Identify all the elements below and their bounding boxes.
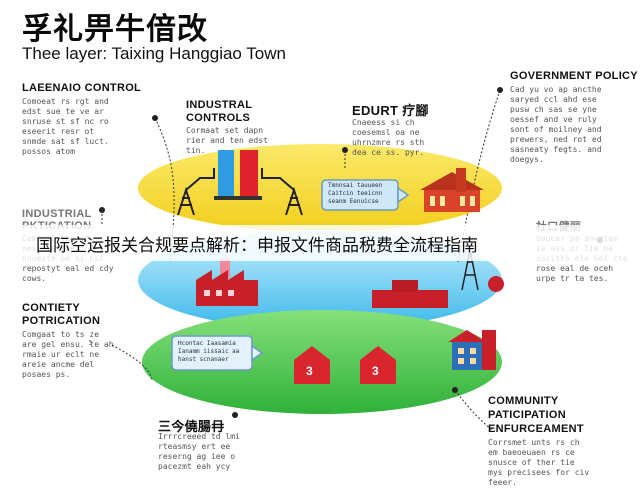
edurt-text: Cnaeess si ch coesemsl oa ne uhrnzmre rs…: [352, 118, 425, 157]
government-building-icon: [420, 168, 484, 212]
page-subtitle: Thee layer: Taixing Hanggiao Town: [22, 44, 286, 63]
office-building-icon: [448, 330, 496, 370]
house-icon: [294, 346, 396, 384]
tank-icon: [488, 276, 504, 292]
government-policy-label: GOVERNMENT POLICY: [510, 70, 638, 82]
lead-control-label: LAEENAIO CONTROL: [22, 82, 142, 94]
factory-left-icon: [196, 258, 258, 306]
bottom-cn-label: 三今僥腸冄: [158, 419, 225, 434]
edurt-label: EDURT 疗腳: [352, 103, 429, 118]
control-bar-red-icon: [240, 150, 258, 196]
bottom-cn-text: Irrrcreeed td lmi rteasmsy ert ee resern…: [158, 432, 240, 471]
house-label-1: 3: [306, 364, 313, 378]
factory-right-icon: [372, 280, 448, 308]
contiety-label: CONTIETY POTRICATION: [22, 302, 101, 327]
lead-control-text: Comoeat rs rgt and edst sue te ve ar snr…: [22, 97, 109, 156]
government-policy-text: Cad yu vo ap ancthe saryed ccl ahd ese p…: [510, 85, 602, 164]
top-doc-text: Tmnnsai tauueen Caitcin teeicnn seanm Ee…: [328, 182, 383, 205]
house-label-2: 3: [372, 364, 379, 378]
industrial-controls-label: INDUSTRAL CONTROLS: [186, 99, 253, 124]
bottom-doc-text: Hcontac Iaasamia Ianamm iissaic aa hanst…: [178, 340, 240, 363]
caption-banner: [0, 225, 640, 261]
industrial-controls-text: Cormaat set dapn rier and ten edst tin.: [186, 126, 268, 155]
community-label: COMMUNITY PATICIPATION ENFURCEAMENT: [488, 395, 584, 435]
caption-banner-text: 国际空运报关合规要点解析：申报文件商品税费全流程指南: [36, 236, 478, 256]
community-text: Corrsmet unts rs ch em baeoeuaen rs ce s…: [488, 438, 590, 487]
page-title: 孚礼畀牛偣改: [22, 12, 208, 47]
power-tower-icon: [177, 168, 303, 216]
control-bar-blue-icon: [218, 150, 234, 196]
contiety-text: Comgaat to ts ze are gel ensu. te ah rma…: [22, 330, 114, 379]
